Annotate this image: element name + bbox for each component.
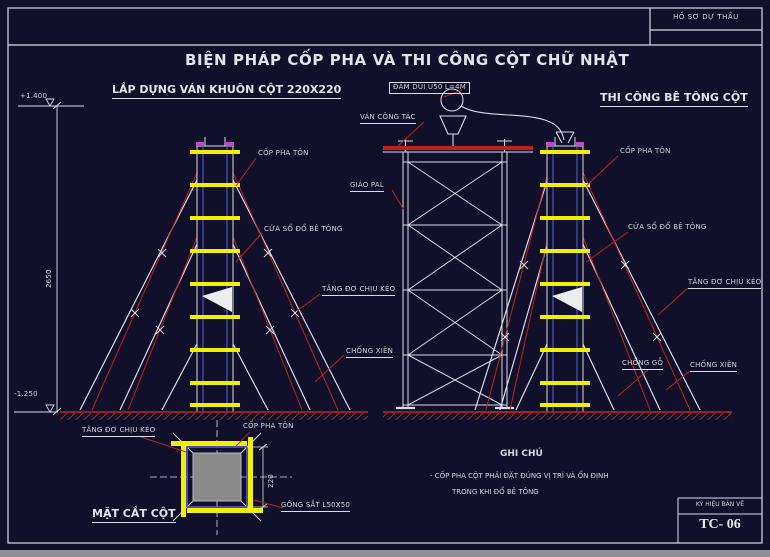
title-block-label: KÝ HIỆU BẢN VẼ <box>695 501 745 508</box>
left-label-tang-do: TĂNG ĐƠ CHỊU KÉO <box>322 285 396 296</box>
right-label-chong-go: CHỐNG GỖ <box>622 359 664 370</box>
tender-stamp: HỒ SƠ DỰ THẦU <box>673 13 739 21</box>
section-title: MẶT CẮT CỘT <box>92 507 176 523</box>
left-tie-rods <box>91 167 339 411</box>
right-label-cop-pha-ton: CỐP PHA TÔN <box>620 147 671 155</box>
right-label-chong-xien: CHỐNG XIÊN <box>690 361 738 372</box>
section-concrete <box>192 452 242 502</box>
left-diagonal-props <box>79 177 351 411</box>
section-formwork <box>186 446 248 508</box>
left-column-clamps <box>190 150 240 407</box>
right-tie-rods <box>485 167 691 411</box>
left-pour-window <box>202 287 232 312</box>
note-line-1: - CỐP PHA CỘT PHẢI ĐẶT ĐÚNG VỊ TRÍ VÀ ỔN… <box>430 472 609 480</box>
sheet-frame <box>7 7 763 544</box>
left-label-cop-pha-ton: CỐP PHA TÔN <box>258 149 309 157</box>
right-column-clamps <box>540 150 590 407</box>
sheet-number: TC- 06 <box>699 517 741 532</box>
work-platform <box>383 146 533 150</box>
left-view-title: LẮP DỰNG VÁN KHUÔN CỘT 220X220 <box>112 83 342 99</box>
label-van-cong-tac: VÁN CÔNG TÁC <box>360 113 416 124</box>
main-title: BIỆN PHÁP CỐP PHA VÀ THI CÔNG CỘT CHỮ NH… <box>185 51 630 69</box>
right-ground <box>475 411 732 420</box>
left-ground <box>60 411 368 420</box>
right-diagonal-props <box>474 177 701 411</box>
right-turnbuckles <box>500 260 662 342</box>
level-top: +1.400 <box>20 92 48 100</box>
column-section <box>137 420 292 535</box>
section-dimension <box>247 443 268 511</box>
left-column-formwork <box>190 137 240 413</box>
section-label-tang-do: TĂNG ĐƠ CHỊU KÉO <box>82 426 156 437</box>
notes-title: GHI CHÚ <box>500 449 543 459</box>
section-label-gong-sat: GÔNG SẮT L50X50 <box>281 501 351 512</box>
window-bottom-edge <box>0 550 770 557</box>
scaffold-frame <box>396 139 514 410</box>
right-column-formwork <box>540 137 590 413</box>
left-dimension <box>14 98 84 416</box>
left-turnbuckles <box>130 248 300 335</box>
section-leaders <box>137 431 284 509</box>
right-pour-window <box>552 287 582 312</box>
right-leaders <box>585 155 691 397</box>
note-line-2: TRONG KHI ĐỔ BÊ TÔNG <box>452 488 539 496</box>
left-elevation <box>14 98 368 420</box>
section-steel-clamps <box>171 437 263 517</box>
left-label-chong-xien: CHỐNG XIÊN <box>346 347 394 358</box>
scaffold-elevation <box>383 88 575 420</box>
right-label-tang-do: TĂNG ĐƠ CHỊU KÉO <box>688 278 762 289</box>
right-elevation <box>474 137 732 420</box>
left-leaders <box>235 157 345 383</box>
section-label-cop-pha-ton: CỐP PHA TÔN <box>243 422 294 430</box>
label-giao-pal: GIÁO PAL <box>350 181 384 192</box>
label-dam-dui: ĐẦM DÙI U50 L=4M <box>389 82 470 94</box>
section-dim-220: 220 <box>267 474 275 488</box>
level-bottom: -1.250 <box>14 390 38 398</box>
title-block-lines <box>677 497 762 543</box>
left-label-cua-so: CỬA SỔ ĐỔ BÊ TÔNG <box>264 225 343 233</box>
dim-height: 2650 <box>45 269 53 288</box>
vibrator-hose <box>439 88 575 146</box>
right-label-cua-so: CỬA SỔ ĐỔ BÊ TÔNG <box>628 223 707 231</box>
right-view-title: THI CÔNG BÊ TÔNG CỘT <box>600 91 748 107</box>
